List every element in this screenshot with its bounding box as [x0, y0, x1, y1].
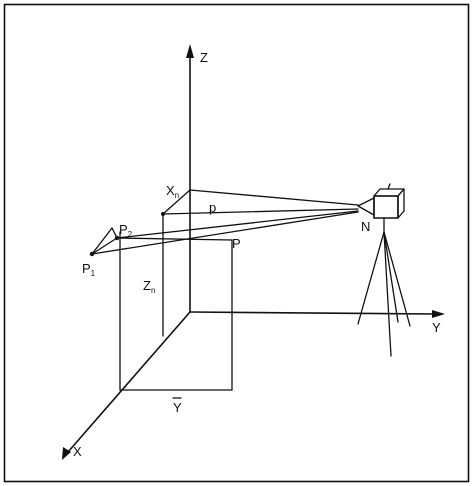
segment-p1-p2	[91, 237, 118, 255]
x-axis	[67, 311, 191, 453]
p2-label: P2	[119, 222, 133, 239]
ray-xn-top	[189, 189, 359, 206]
zn-label: Zn	[143, 278, 155, 295]
p2-reference-line	[116, 237, 233, 241]
ray-p2	[116, 210, 359, 239]
p2-point	[114, 235, 120, 241]
nodal-point-label: N	[361, 219, 370, 234]
point-p-label: P	[232, 236, 241, 251]
y-axis-label: Y	[432, 320, 441, 335]
camera-icon	[357, 183, 405, 219]
p1-label: P1	[82, 261, 96, 278]
p1-point	[89, 251, 95, 257]
ray-p-lower	[162, 208, 359, 215]
svg-text:Y: Y	[173, 400, 182, 415]
segment-p1-p2-back	[91, 227, 113, 255]
ray-p1	[91, 211, 359, 255]
y-axis-arrowhead	[432, 310, 445, 318]
p-lower-point	[161, 212, 165, 216]
tripod-icon	[357, 217, 411, 357]
ray-xn-bottom	[162, 189, 191, 215]
x-axis-label: X	[73, 444, 82, 459]
p-lower-label: p	[209, 200, 216, 215]
y-bar-label: Y	[172, 397, 182, 415]
z-axis-label: Z	[200, 50, 208, 65]
figure-frame	[3, 3, 470, 483]
x-axis-arrowhead	[62, 447, 71, 460]
xn-label: Xn	[166, 183, 179, 200]
y-axis	[189, 311, 435, 315]
z-axis-arrowhead	[186, 44, 194, 58]
